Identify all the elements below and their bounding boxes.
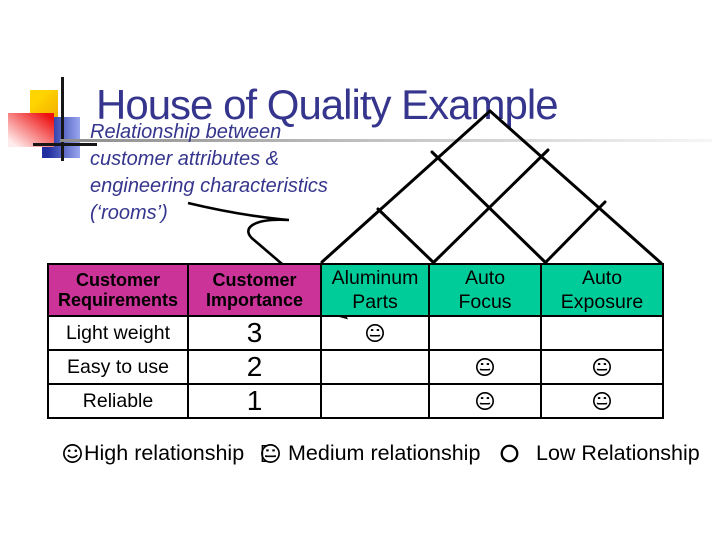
requirement-cell: Light weight (47, 315, 189, 351)
legend-label: High relationship (84, 441, 245, 465)
relationship-cell (540, 349, 664, 385)
neutral-face-icon (476, 392, 494, 410)
importance-cell: 2 (187, 349, 322, 385)
callout-line: engineering characteristics (90, 175, 328, 197)
legend-icon-wrap (260, 443, 281, 464)
roof-lattice (320, 109, 663, 265)
decoration-vertical-line (61, 77, 64, 161)
relationship-cell (428, 315, 542, 351)
relationship-cell (320, 383, 430, 419)
legend-item: Medium relationship (260, 441, 480, 466)
header-line: Auto (581, 267, 623, 289)
decoration-red-square (8, 113, 54, 147)
legend-label: Medium relationship (288, 441, 481, 465)
relationship-cell (540, 383, 664, 419)
header-line: Customer (212, 270, 297, 290)
neutral-face-icon (593, 392, 611, 410)
legend-label: Low Relationship (536, 441, 700, 465)
importance-cell: 3 (187, 315, 322, 351)
legend-icon-wrap (62, 443, 83, 464)
header-line: Focus (458, 291, 512, 313)
neutral-face-icon (261, 444, 280, 463)
requirement-cell: Reliable (47, 383, 189, 419)
relationship-cell (428, 349, 542, 385)
callout-text-block: Relationship between customer attributes … (90, 119, 328, 227)
importance-cell: 1 (187, 383, 322, 419)
relationship-legend: High relationship Medium relationship Low … (0, 441, 720, 473)
legend-item: Low Relationship (499, 441, 700, 466)
smiley-face-icon (63, 444, 82, 463)
header-line: Exposure (560, 291, 644, 313)
open-circle-icon (500, 444, 519, 463)
relationship-cell (320, 315, 430, 351)
requirement-cell: Easy to use (47, 349, 189, 385)
callout-line: customer attributes & (90, 148, 279, 170)
header-line: Customer (75, 270, 160, 290)
header-line: Aluminum (331, 267, 419, 289)
relationship-cell (540, 315, 664, 351)
header-line: Auto (464, 267, 506, 289)
header-line: Requirements (57, 290, 179, 310)
neutral-face-icon (476, 358, 494, 376)
legend-item: High relationship (62, 441, 244, 466)
header-line: Importance (205, 290, 304, 310)
neutral-face-icon (366, 324, 384, 342)
header-line: Parts (352, 291, 398, 313)
callout-line: Relationship between (90, 121, 282, 143)
legend-icon-wrap (499, 443, 520, 464)
relationship-cell (320, 349, 430, 385)
relationship-cell (428, 383, 542, 419)
callout-line: (‘rooms’) (90, 202, 168, 224)
decoration-horizontal-line (33, 143, 97, 146)
neutral-face-icon (593, 358, 611, 376)
